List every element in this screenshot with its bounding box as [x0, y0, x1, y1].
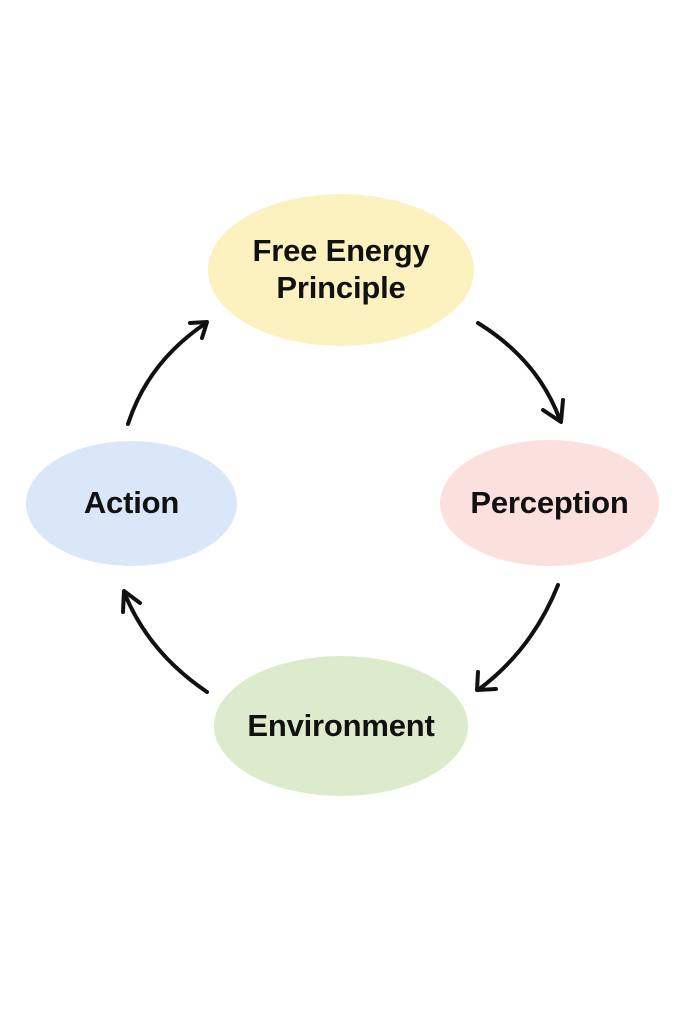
node-label: Action	[83, 485, 180, 521]
node-label: Perception	[470, 484, 629, 520]
arrow-free-energy-to-perception	[476, 321, 565, 424]
arrow-perception-to-environment	[475, 583, 560, 692]
node-perception: Perception	[440, 440, 659, 566]
arrow-environment-to-action	[121, 589, 209, 694]
node-action: Action	[26, 441, 237, 566]
node-environment: Environment	[214, 656, 468, 796]
node-label: Environment	[247, 707, 435, 743]
arrow-action-to-free-energy	[126, 320, 209, 426]
